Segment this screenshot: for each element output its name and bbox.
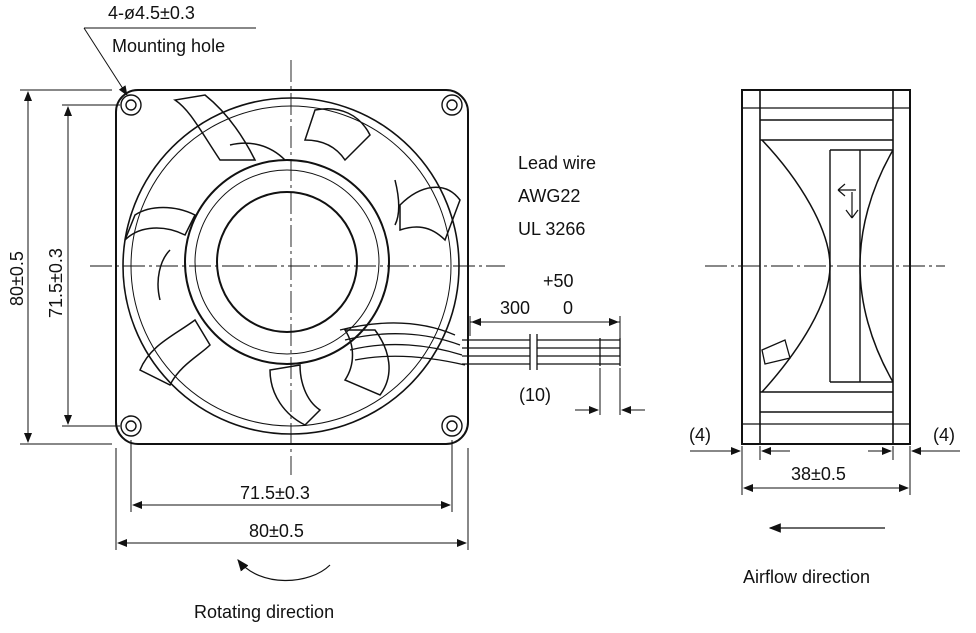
impeller-blades — [124, 94, 461, 426]
lead-wire-standard: UL 3266 — [518, 219, 586, 239]
side-right-offset: (4) — [933, 425, 955, 445]
height-hole-dimension: 71.5±0.3 — [46, 248, 66, 318]
width-hole-dimension: 71.5±0.3 — [240, 483, 310, 503]
depth-dimension: 38±0.5 — [791, 464, 846, 484]
center-lines — [90, 60, 505, 475]
wire-length-tolerance-plus: +50 — [543, 271, 574, 291]
mounting-hole-label: Mounting hole — [112, 36, 226, 56]
airflow-direction-caption: Airflow direction — [743, 567, 871, 587]
side-left-offset: (4) — [689, 425, 711, 445]
mounting-holes — [120, 94, 463, 437]
wire-length-value: 300 — [500, 298, 531, 318]
width-outer-dimension: 80±0.5 — [249, 521, 304, 541]
side-dimensions — [690, 446, 960, 533]
front-view — [90, 60, 621, 475]
height-outer-dimension: 80±0.5 — [7, 251, 27, 306]
lead-wire-gauge: AWG22 — [518, 186, 581, 206]
wire-length-tolerance-minus: 0 — [563, 298, 574, 318]
mounting-hole-spec: 4-ø4.5±0.3 — [108, 3, 195, 23]
lead-wires — [339, 322, 621, 370]
side-view — [705, 89, 945, 445]
rotating-direction-caption: Rotating direction — [194, 602, 335, 622]
front-dimensions — [20, 27, 645, 582]
wire-stub-length: (10) — [519, 385, 552, 405]
lead-wire-label: Lead wire — [518, 153, 597, 173]
